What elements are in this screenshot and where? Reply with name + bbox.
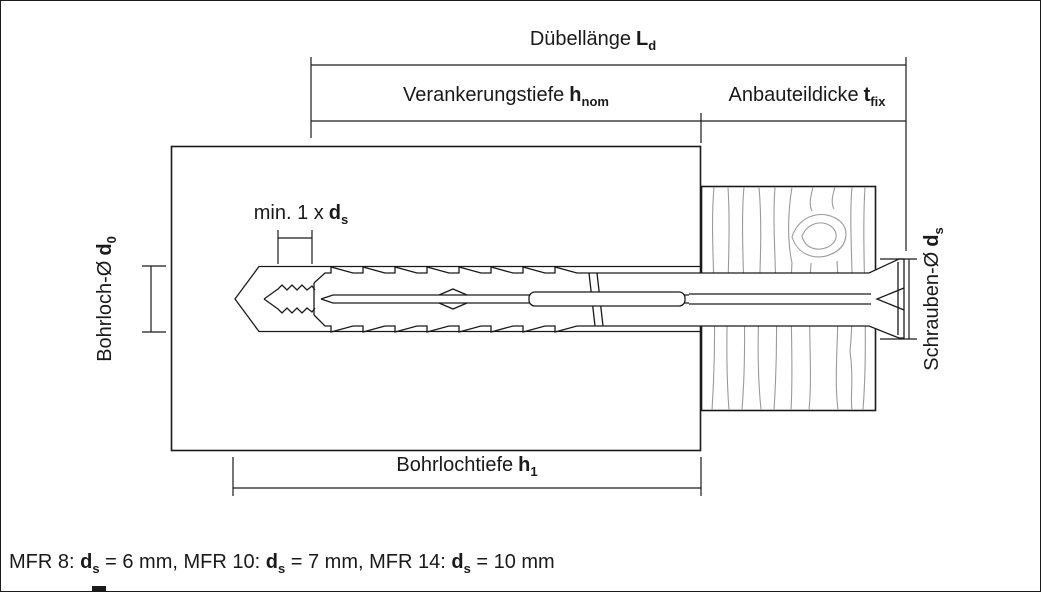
screw-tip-thread-bottom bbox=[263, 298, 316, 314]
wood-knot-outer bbox=[791, 214, 847, 258]
dim-min-protrusion-line bbox=[277, 230, 313, 264]
label-symbol: L bbox=[636, 28, 649, 50]
spec-symbol: d bbox=[265, 551, 278, 573]
screw-shaft-in-slot bbox=[528, 291, 686, 307]
label-text: min. 1 x bbox=[253, 202, 324, 224]
spec-mfr10: MFR 10: ds = 7 mm, bbox=[183, 551, 370, 576]
spec-prefix: MFR 10: bbox=[183, 551, 266, 573]
drill-hole-outline bbox=[234, 265, 701, 333]
label-subscript: s bbox=[931, 227, 946, 235]
label-text: Anbauteildicke bbox=[728, 84, 859, 106]
size-specification: MFR 8: ds = 6 mm, MFR 10: ds = 7 mm, MFR… bbox=[9, 551, 555, 576]
spec-subscript: s bbox=[463, 561, 471, 576]
label-text: Dübellänge bbox=[529, 28, 632, 50]
dim-screw-diameter-line bbox=[880, 258, 917, 340]
label-symbol: t bbox=[863, 84, 871, 106]
label-symbol: h bbox=[569, 84, 582, 106]
label-text: Verankerungstiefe bbox=[403, 84, 565, 106]
wood-grain-line bbox=[788, 186, 793, 411]
dim-drill-hole-diameter-line bbox=[142, 265, 166, 333]
spec-prefix: MFR 8: bbox=[9, 551, 81, 573]
wood-grain-line bbox=[849, 186, 853, 411]
label-text: Schrauben-Ø bbox=[921, 251, 943, 371]
label-text: Bohrlochtiefe bbox=[396, 454, 514, 476]
anchor-assembly bbox=[234, 258, 905, 339]
spec-value: = 7 mm, bbox=[285, 551, 370, 573]
spec-value: = 6 mm, bbox=[99, 551, 184, 573]
anchor-top-outline bbox=[313, 258, 905, 339]
wood-grain-line bbox=[809, 186, 814, 212]
wood-grain-line bbox=[831, 186, 836, 210]
screw-diameter-label: Schrauben-Ø ds bbox=[921, 227, 946, 371]
spec-mfr8: MFR 8: ds = 6 mm, bbox=[9, 551, 184, 576]
label-symbol: h bbox=[518, 454, 531, 476]
spec-symbol: d bbox=[451, 551, 464, 573]
dim-anchorage-and-attachment-line bbox=[311, 113, 906, 143]
label-subscript: d bbox=[648, 38, 657, 53]
anchor-anti-rotation-detail bbox=[438, 288, 468, 310]
dimension-lines bbox=[142, 57, 917, 496]
wood-knot-inner bbox=[801, 222, 837, 250]
dim-drill-hole-depth-line bbox=[232, 457, 702, 496]
spec-subscript: s bbox=[92, 561, 100, 576]
print-registration-mark bbox=[92, 586, 106, 591]
spec-symbol: d bbox=[80, 551, 93, 573]
label-subscript: fix bbox=[870, 94, 886, 109]
label-subscript: 0 bbox=[104, 236, 119, 244]
spec-mfr14: MFR 14: ds = 10 mm bbox=[369, 551, 555, 576]
label-symbol: d bbox=[328, 202, 341, 224]
label-subscript: 1 bbox=[530, 464, 538, 479]
dim-dowel-length-line bbox=[310, 57, 907, 251]
screw-tip-thread-top bbox=[263, 284, 316, 300]
label-symbol: d bbox=[921, 234, 943, 247]
spec-subscript: s bbox=[277, 561, 286, 576]
label-subscript: nom bbox=[581, 94, 609, 109]
label-symbol: d bbox=[94, 243, 116, 256]
label-text: Bohrloch-Ø bbox=[94, 260, 116, 362]
screw-shaft-lines bbox=[689, 293, 871, 305]
spec-prefix: MFR 14: bbox=[369, 551, 452, 573]
label-subscript: s bbox=[341, 212, 349, 227]
screw-head-cone bbox=[875, 287, 905, 311]
anchor-bottom-outline bbox=[313, 314, 587, 333]
spec-value: = 10 mm bbox=[470, 551, 555, 573]
drill-hole-diameter-label: Bohrloch-Ø d0 bbox=[94, 236, 119, 362]
